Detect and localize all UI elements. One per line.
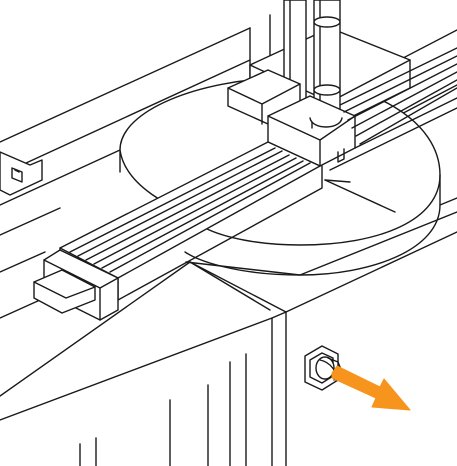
main-rail — [60, 142, 322, 300]
rail-end-block — [34, 250, 118, 320]
background-frame — [0, 15, 457, 318]
linear-slide-rails — [330, 48, 457, 170]
direction-arrow — [332, 366, 410, 410]
machine-base-cabinet — [0, 212, 457, 466]
side-panel — [286, 198, 457, 312]
slide-carriage — [268, 96, 355, 166]
left-edge-tab — [0, 152, 42, 195]
